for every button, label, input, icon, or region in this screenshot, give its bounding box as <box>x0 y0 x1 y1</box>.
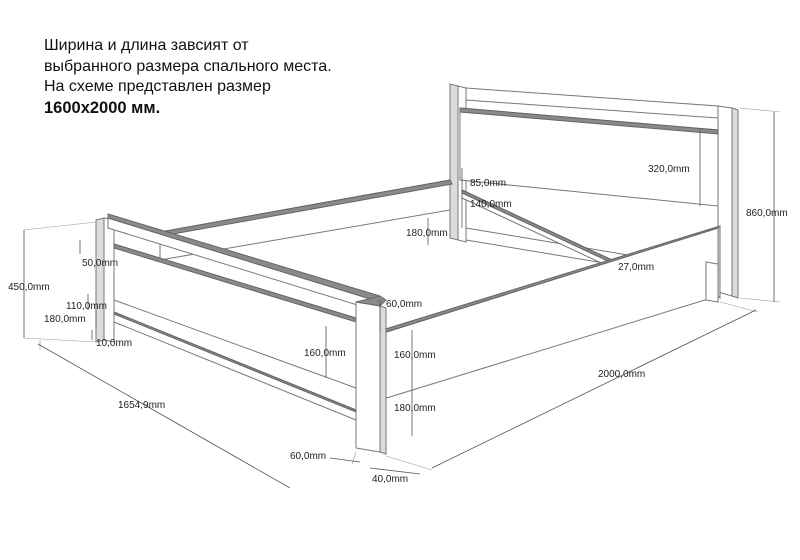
description-note: Ширина и длина завсият от выбранного раз… <box>44 36 332 118</box>
dimension-labels: 320,0mm 85,0mm 140,0mm 860,0mm 180,0mm 2… <box>8 164 788 485</box>
note-line-1: Ширина и длина завсият от <box>44 37 249 54</box>
left-side-rail <box>159 179 453 261</box>
dim-total-length: 2000,0mm <box>598 369 645 380</box>
dim-footboard-bottom: 180,0mm <box>44 314 86 325</box>
dim-post-width: 60,0mm <box>386 299 422 310</box>
headboard-left-post-side <box>449 83 459 241</box>
dim-rail-thickness: 27,0mm <box>618 262 654 273</box>
dim-headboard-top-gap: 85,0mm <box>470 178 506 189</box>
dimension-lines <box>23 107 781 489</box>
dim-leg-width: 60,0mm <box>290 451 326 462</box>
headboard-leg <box>705 261 719 303</box>
footboard-left-post <box>103 217 115 343</box>
footboard-right-post-side <box>379 305 387 455</box>
dim-headboard-height: 860,0mm <box>746 208 788 219</box>
footboard <box>95 213 387 455</box>
dim-side-leg-height: 180,0mm <box>394 403 436 414</box>
footboard-right-post <box>355 301 381 453</box>
dim-footboard-panel: 160,0mm <box>304 348 346 359</box>
dim-side-rail-offset: 180,0mm <box>406 228 448 239</box>
dim-leg-depth: 40,0mm <box>372 474 408 485</box>
footboard-left-post-side <box>95 217 105 343</box>
dim-headboard-rail: 140,0mm <box>470 199 512 210</box>
headboard-panel-top <box>459 107 719 135</box>
dim-footboard-height: 450,0mm <box>8 282 50 293</box>
dim-side-panel: 160,0mm <box>394 350 436 361</box>
footboard-right-post-top <box>355 295 387 307</box>
headboard-top-rail <box>465 87 719 119</box>
note-line-3: На схеме представлен размер <box>44 78 271 95</box>
dim-footboard-rail: 110,0mm <box>66 301 107 312</box>
dim-footboard-leg-gap: 10,0mm <box>96 338 132 349</box>
note-line-2: выбранного размера спального места. <box>44 57 332 75</box>
note-size: 1600х2000 мм. <box>44 98 161 117</box>
dim-total-width: 1654,9mm <box>118 400 165 411</box>
dim-headboard-panel: 320,0mm <box>648 164 690 175</box>
headboard-right-post-side <box>731 107 739 299</box>
dim-footboard-top: 50,0mm <box>82 258 118 269</box>
